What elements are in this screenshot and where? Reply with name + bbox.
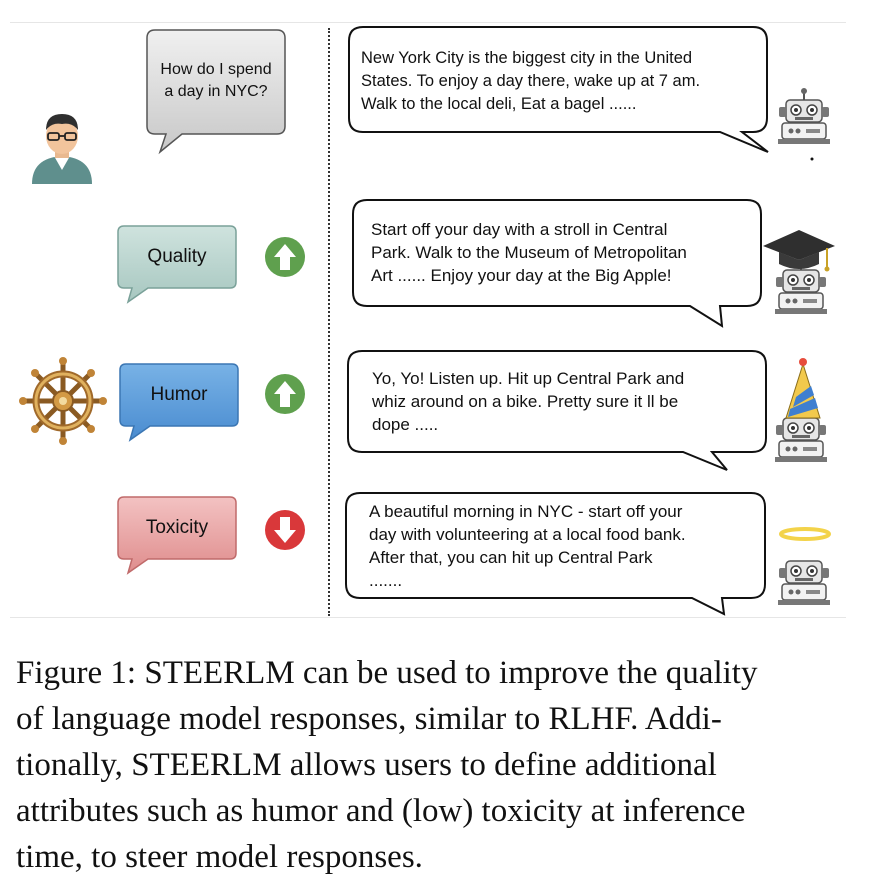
response-line: Yo, Yo! Listen up. Hit up Central Park a…	[372, 369, 685, 388]
humor-label-bubble	[119, 363, 239, 442]
caption-line-2: of language model responses, similar to …	[16, 701, 722, 737]
response-line: whiz around on a bike. Pretty sure it ll…	[372, 392, 679, 411]
response-text-quality: Start off your day with a stroll in Cent…	[371, 218, 687, 287]
robot-quality-icon	[775, 262, 827, 314]
response-line: Start off your day with a stroll in Cent…	[371, 220, 668, 239]
method-name-lm: LM	[232, 747, 282, 783]
user-avatar-icon	[32, 114, 92, 184]
graduation-cap-icon	[763, 230, 835, 272]
figure-bottom-rule	[10, 617, 846, 618]
response-line: After that, you can hit up Central Park	[369, 548, 653, 567]
response-line: Walk to the local deli, Eat a bagel ....…	[361, 95, 637, 113]
prompt-bubble	[146, 29, 286, 155]
caption-line-4: attributes such as humor and (low) toxic…	[16, 793, 746, 829]
caption-prefix: Figure 1:	[16, 655, 145, 691]
toxicity-label-bubble	[117, 496, 237, 575]
response-text-base: New York City is the biggest city in the…	[361, 47, 700, 116]
party-hat-icon	[785, 358, 821, 419]
robot-base-icon	[778, 88, 830, 161]
caption-line-3: tionally, STEERLM allows users to define…	[16, 742, 856, 788]
response-line: States. To enjoy a day there, wake up at…	[361, 72, 701, 90]
response-line: New York City is the biggest city in the…	[361, 49, 693, 67]
steering-wheel-icon	[19, 357, 107, 445]
quality-label: Quality	[147, 246, 207, 267]
method-name-s: S	[144, 655, 163, 691]
caption-line-3-rest: allows users to define additional	[281, 747, 717, 783]
humor-up-arrow-icon	[265, 374, 305, 414]
figure-top-rule	[10, 22, 846, 23]
response-bubble-toxicity	[345, 492, 766, 616]
halo-icon	[779, 527, 831, 541]
response-bubble-humor	[347, 350, 767, 471]
prompt-line: a day in NYC?	[164, 83, 268, 100]
toxicity-down-arrow-icon	[265, 510, 305, 550]
method-name-lm: LM	[245, 655, 295, 691]
caption-line-5: time, to steer model responses.	[16, 839, 423, 875]
quality-up-arrow-icon	[265, 237, 305, 277]
caption-line-3-prefix: tionally,	[16, 747, 132, 783]
figure-caption: Figure 1: STEERLM can be used to improve…	[16, 650, 856, 880]
response-text-toxicity: A beautiful morning in NYC - start off y…	[369, 500, 686, 592]
response-bubble-base	[348, 26, 769, 153]
humor-label: Humor	[150, 384, 208, 405]
robot-humor-icon	[775, 417, 827, 462]
method-name-teer: TEER	[149, 747, 233, 783]
robot-toxicity-icon	[778, 560, 830, 605]
method-name-teer: TEER	[162, 655, 246, 691]
prompt-line: How do I spend	[160, 61, 272, 78]
method-name-s: S	[131, 747, 150, 783]
toxicity-label: Toxicity	[145, 517, 209, 538]
caption-line-1-rest: can be used to improve the quality	[294, 655, 758, 691]
prompt-text: How do I spend a day in NYC?	[147, 59, 285, 103]
response-bubble-quality	[352, 199, 762, 328]
caption-line-1: Figure 1: STEERLM can be used to improve…	[16, 650, 856, 696]
response-line: Art ...... Enjoy your day at the Big App…	[371, 266, 672, 285]
response-line: .......	[369, 571, 403, 590]
dotted-divider	[328, 28, 330, 616]
response-line: Park. Walk to the Museum of Metropolitan	[371, 243, 687, 262]
response-line: dope .....	[372, 415, 439, 434]
response-line: A beautiful morning in NYC - start off y…	[369, 502, 683, 521]
response-line: day with volunteering at a local food ba…	[369, 525, 686, 544]
quality-label-bubble	[117, 225, 237, 304]
response-text-humor: Yo, Yo! Listen up. Hit up Central Park a…	[372, 367, 684, 436]
